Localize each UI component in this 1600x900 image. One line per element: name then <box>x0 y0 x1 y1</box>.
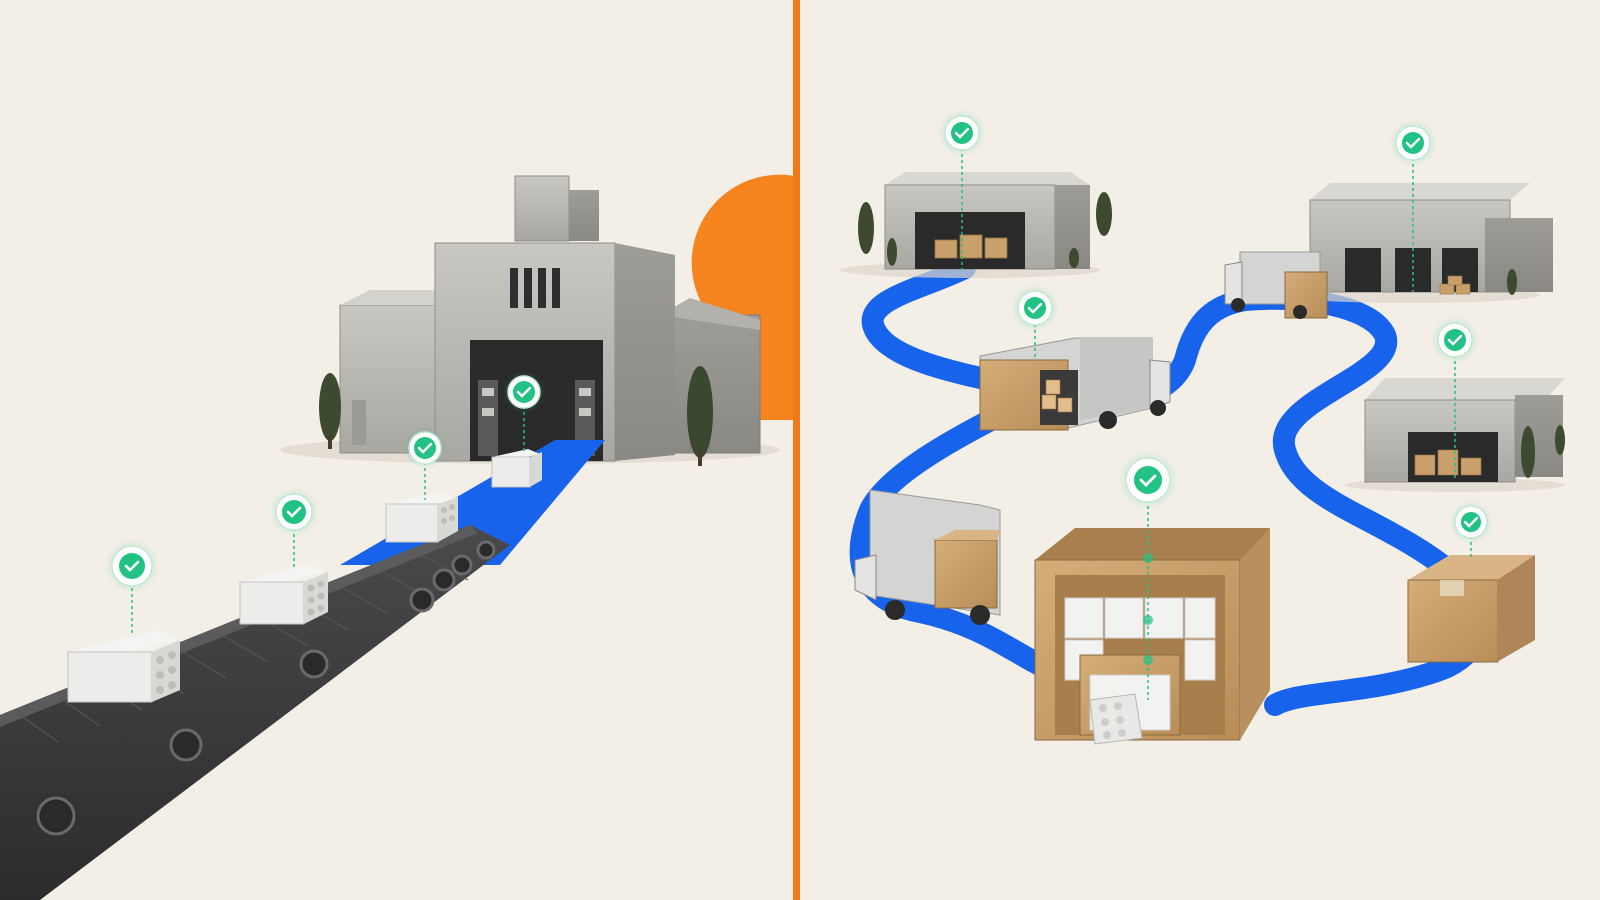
shipping-box-closed <box>1407 555 1535 663</box>
product-box-1 <box>67 630 180 703</box>
checkpoint-right-1 <box>938 109 986 270</box>
product-box-4 <box>491 449 542 488</box>
truck-top <box>1224 251 1328 319</box>
blister-pack <box>1089 693 1143 745</box>
checkpoint-right-6 <box>1449 500 1493 560</box>
warehouse-middle-right <box>1345 378 1565 492</box>
product-box-3 <box>385 492 458 543</box>
tree-left <box>319 373 341 449</box>
checkpoint-right-3 <box>1011 284 1059 360</box>
checkpoint-left-4 <box>502 370 546 454</box>
checkpoint-left-3 <box>403 426 447 500</box>
tree-right <box>687 366 713 466</box>
right-panel <box>840 109 1565 745</box>
truck-middle <box>979 337 1171 431</box>
factory-building <box>339 175 761 462</box>
warehouse-top-right <box>1280 183 1553 303</box>
truck-bottom-left <box>854 489 1001 625</box>
checkpoint-right-5 <box>1118 450 1178 700</box>
checkpoint-right-4 <box>1431 316 1479 480</box>
shipping-box-large <box>1034 528 1270 745</box>
warehouse-top-left <box>840 172 1112 278</box>
checkpoint-left-2 <box>269 487 319 570</box>
product-box-2 <box>239 564 328 625</box>
checkpoint-left-1 <box>105 539 159 636</box>
left-panel <box>0 174 795 900</box>
center-divider <box>793 0 800 900</box>
checkpoint-right-2 <box>1389 119 1437 292</box>
